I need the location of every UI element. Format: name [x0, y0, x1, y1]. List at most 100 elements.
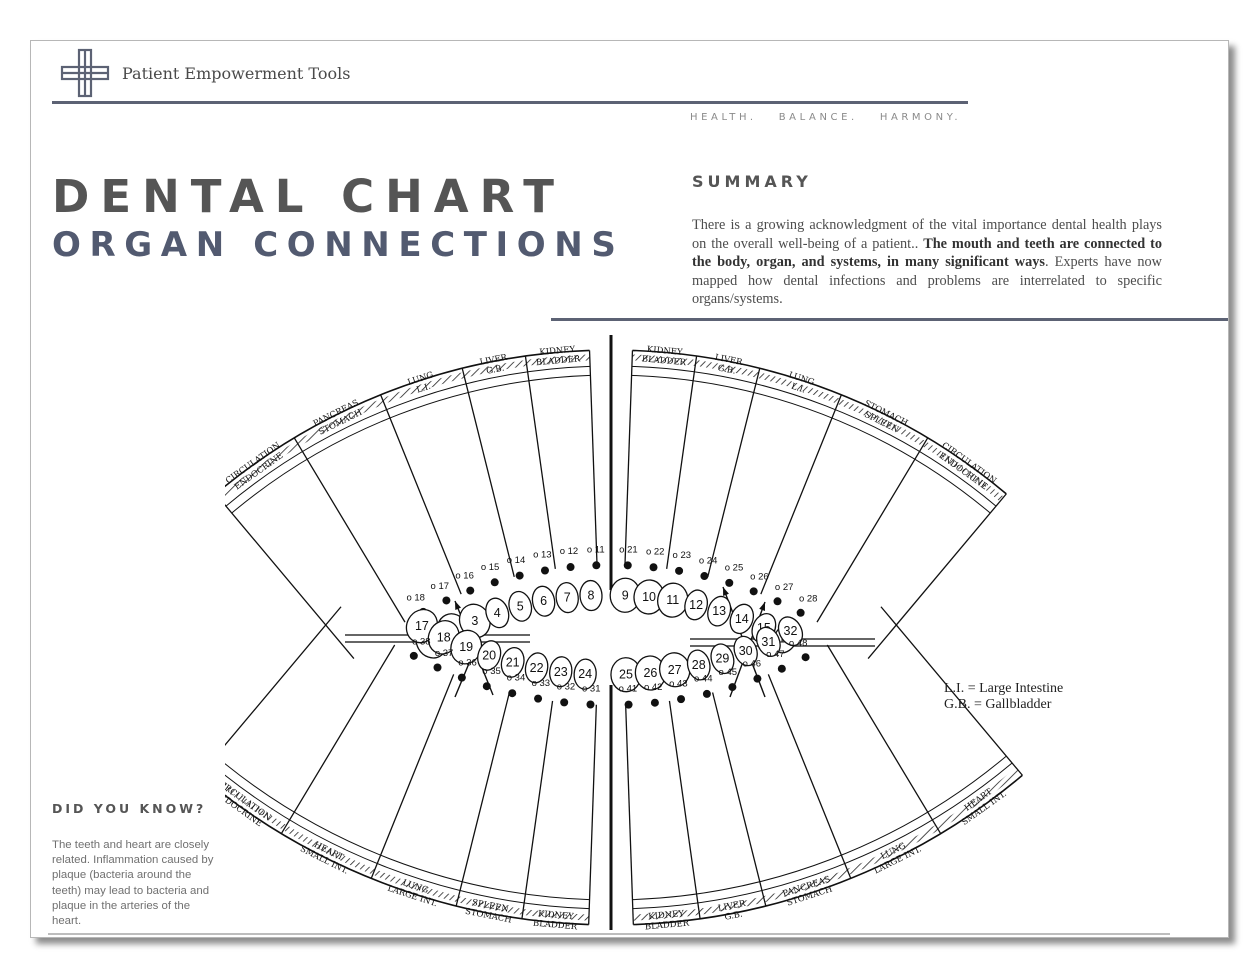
point-dot-35 [483, 682, 491, 690]
tooth-number-20: 20 [482, 648, 496, 662]
lower-left-divider-1 [281, 645, 394, 834]
did-you-know-text: The teeth and heart are closely related.… [52, 838, 222, 929]
tooth-number-4: 4 [494, 606, 501, 620]
point-dot-45 [728, 683, 736, 691]
point-label-25: o 25 [725, 563, 744, 574]
point-label-32: o 32 [557, 681, 576, 692]
lower-right-divider-1 [669, 701, 700, 919]
upper-left-band-arc-a [632, 366, 996, 506]
tooth-number-23: 23 [554, 665, 568, 679]
tooth-number-31: 31 [761, 635, 775, 649]
tooth-number-27: 27 [668, 663, 682, 677]
lower-left-organ-label-4: KIDNEYBLADDER [532, 909, 578, 933]
upper-left-divider-5 [868, 494, 1006, 659]
arrow-upper-right-a-head [759, 602, 765, 611]
tooth-number-32: 32 [784, 624, 798, 638]
tooth-number-17: 17 [415, 619, 429, 633]
upper-left-divider-3 [761, 395, 842, 594]
point-dot-38 [410, 652, 418, 660]
dental-organ-chart: CIRCULATIONENDOCRINEPANCREASSTOMACHLUNGL… [225, 325, 1025, 935]
legend-li: L.I. = Large Intestine [944, 681, 1063, 697]
lower-left-outer-arc [225, 775, 589, 924]
point-dot-15 [491, 578, 499, 586]
lower-right-divider-2 [713, 693, 766, 906]
lower-right-divider-3 [768, 674, 850, 878]
point-dot-23 [675, 567, 683, 575]
point-dot-33 [534, 695, 542, 703]
point-label-37: o 37 [435, 648, 454, 659]
tooth-number-8: 8 [588, 589, 595, 603]
footer-rule [48, 933, 1170, 935]
did-you-know-heading: DID YOU KNOW? [52, 801, 206, 816]
point-label-36: o 36 [458, 658, 477, 669]
point-dot-17 [442, 596, 450, 604]
point-dot-11 [592, 561, 600, 569]
tooth-number-19: 19 [459, 640, 473, 654]
upper-right-divider-1 [294, 438, 405, 622]
upper-right-band-arc-a [226, 366, 590, 506]
upper-right-divider-0 [225, 494, 354, 659]
point-label-12: o 12 [560, 546, 579, 557]
point-dot-36 [458, 674, 466, 682]
point-label-41: o 41 [619, 684, 638, 695]
upper-left-outer-arc [633, 350, 1007, 494]
tooth-number-10: 10 [642, 590, 656, 604]
point-label-48: o 48 [789, 638, 808, 649]
arrow-upper-left-a-head [455, 601, 461, 610]
upper-right-band-arc-b [232, 375, 591, 513]
point-label-24: o 24 [699, 555, 718, 566]
point-label-15: o 15 [481, 562, 500, 573]
summary-heading: SUMMARY [692, 172, 812, 191]
lower-left-divider-3 [456, 693, 509, 906]
tooth-number-6: 6 [540, 594, 547, 608]
tooth-number-24: 24 [578, 667, 592, 681]
upper-left-outer-hatch [632, 357, 1002, 499]
upper-right-divider-4 [525, 356, 555, 569]
upper-right-organ-label-4: KIDNEYBLADDER [535, 344, 581, 368]
upper-left-divider-4 [817, 438, 928, 622]
tagline: HEALTH. BALANCE. HARMONY. [690, 112, 983, 123]
point-label-26: o 26 [750, 571, 769, 582]
point-dot-27 [774, 597, 782, 605]
tooth-number-13: 13 [712, 604, 726, 618]
point-dot-26 [750, 587, 758, 595]
lower-left-divider-5 [589, 705, 597, 925]
tagline-health: HEALTH. [690, 112, 757, 123]
point-label-34: o 34 [507, 673, 525, 684]
point-dot-46 [753, 675, 761, 683]
tagline-harmony: HARMONY. [880, 112, 961, 123]
upper-right-divider-2 [381, 395, 462, 594]
point-dot-31 [586, 700, 594, 708]
tooth-number-22: 22 [530, 661, 544, 675]
point-label-38: o 38 [412, 637, 431, 648]
point-label-47: o 47 [766, 649, 785, 660]
point-dot-48 [802, 653, 810, 661]
point-label-31: o 31 [582, 684, 601, 695]
tooth-number-28: 28 [692, 658, 706, 672]
tooth-number-26: 26 [643, 666, 657, 680]
plus-cross-logo-icon [60, 48, 110, 98]
upper-left-organ-label-0: KIDNEYBLADDER [641, 344, 687, 368]
point-label-44: o 44 [694, 673, 713, 684]
summary-text: There is a growing acknowledgment of the… [692, 216, 1162, 309]
tooth-number-3: 3 [471, 614, 478, 628]
point-dot-12 [567, 563, 575, 571]
arrow-upper-right-b-head [723, 587, 729, 596]
point-label-21: o 21 [619, 544, 638, 555]
lower-left-organ-label-3: SPLEENSTOMACH [464, 897, 514, 926]
point-dot-24 [700, 572, 708, 580]
point-dot-25 [725, 579, 733, 587]
lower-left-divider-4 [522, 701, 553, 919]
point-label-45: o 45 [719, 667, 738, 678]
point-dot-32 [560, 698, 568, 706]
tagline-balance: BALANCE. [779, 112, 858, 123]
lower-right-organ-label-0: KIDNEYBLADDER [644, 909, 690, 933]
point-label-22: o 22 [646, 546, 665, 557]
tooth-number-7: 7 [564, 591, 571, 605]
point-dot-42 [651, 699, 659, 707]
tooth-number-30: 30 [739, 644, 753, 658]
point-label-46: o 46 [743, 659, 762, 670]
point-dot-47 [778, 665, 786, 673]
point-dot-14 [516, 572, 524, 580]
lower-right-organ-label-4: HEARTSMALL INT. [954, 781, 1008, 828]
